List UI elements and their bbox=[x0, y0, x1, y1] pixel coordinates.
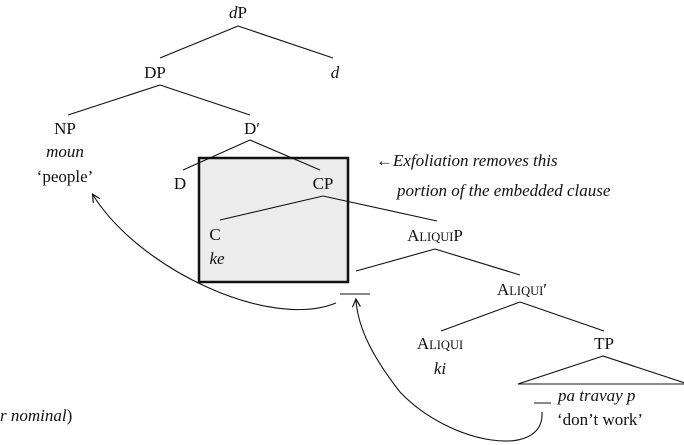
np-gloss-people: ‘people’ bbox=[37, 167, 94, 186]
annotation-line-1: ←Exfoliation removes this bbox=[376, 151, 558, 170]
edge-CP-C bbox=[219, 195, 324, 221]
tp-gloss: ‘don’t work’ bbox=[557, 410, 643, 429]
edge-AliquiP-AliquiBar bbox=[434, 248, 521, 276]
cut-off-text: r nominal) bbox=[0, 406, 72, 425]
node-d-head: d bbox=[331, 63, 340, 82]
edge-Dbar-CP bbox=[249, 139, 321, 171]
c-word-ke: ke bbox=[209, 249, 225, 268]
edge-DP-Dbar bbox=[159, 84, 251, 116]
node-CP: CP bbox=[313, 174, 334, 193]
movement-arrow-to-np bbox=[93, 195, 337, 311]
edge-dP-d bbox=[237, 25, 334, 59]
edge-dP-DP bbox=[159, 25, 239, 59]
node-Aliqui: ALIQUI bbox=[417, 334, 463, 353]
edge-DP-NP bbox=[67, 84, 161, 116]
movement-arrow-to-trace bbox=[356, 300, 543, 442]
node-TP: TP bbox=[594, 334, 614, 353]
edge-Dbar-D bbox=[182, 139, 251, 171]
tp-words: pa travay p bbox=[557, 386, 635, 405]
node-C: C bbox=[209, 225, 220, 244]
edge-AliquiBar-Aliqui bbox=[440, 301, 521, 332]
exfoliation-box bbox=[197, 156, 350, 284]
node-D: D bbox=[174, 174, 186, 193]
tp-triangle bbox=[517, 355, 684, 385]
node-NP: NP bbox=[54, 119, 76, 138]
node-AliquiBar: ALIQUI′ bbox=[497, 280, 547, 299]
tree-edges bbox=[67, 25, 684, 404]
node-Dbar: D′ bbox=[244, 119, 260, 138]
node-dP: dP bbox=[229, 3, 247, 22]
edge-AliquiP-trace bbox=[355, 248, 436, 272]
edge-AliquiBar-TP bbox=[519, 301, 605, 332]
node-AliquiP: ALIQUIP bbox=[407, 226, 463, 245]
edge-CP-AliquiP bbox=[322, 195, 438, 222]
np-word-moun: moun bbox=[46, 142, 84, 161]
node-DP: DP bbox=[144, 63, 166, 82]
annotation-line-2: portion of the embedded clause bbox=[396, 181, 611, 200]
aliqui-word-ki: ki bbox=[434, 359, 447, 378]
